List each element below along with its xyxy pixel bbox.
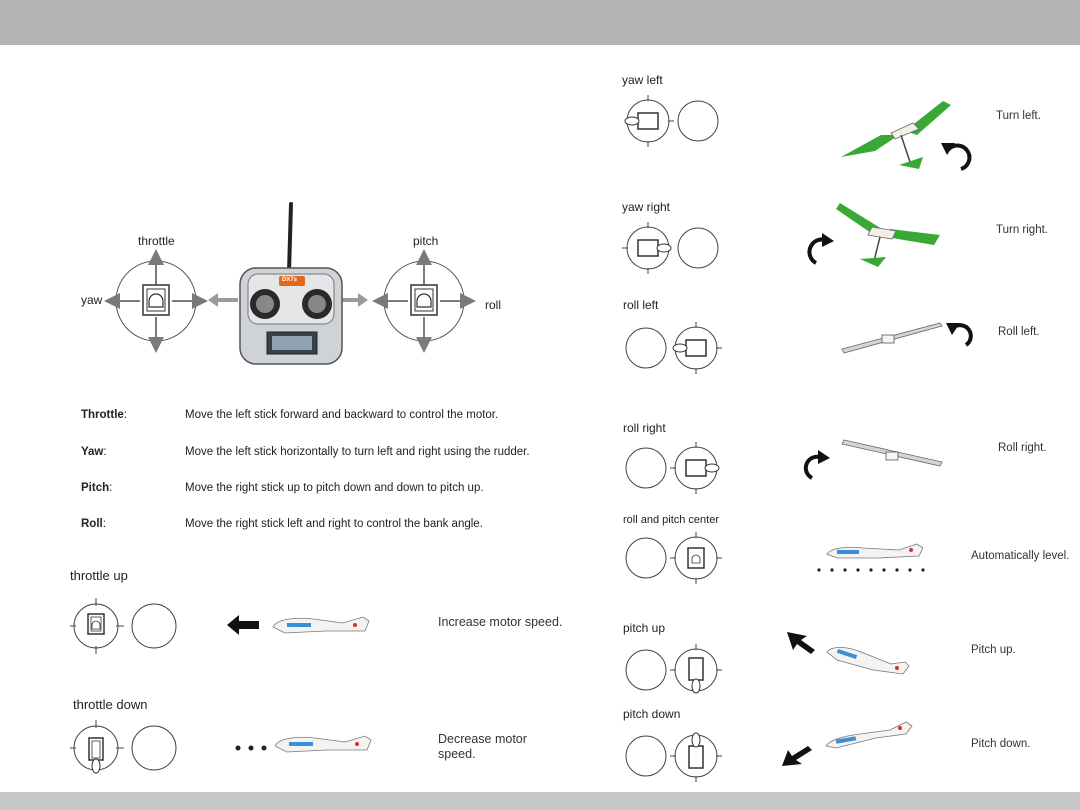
maneuver-result-throttle-down: Decrease motor speed. [438, 732, 527, 761]
maneuver-title-roll-right: roll right [623, 421, 666, 435]
footer-bar [0, 792, 1080, 810]
maneuver-title-yaw-right: yaw right [622, 200, 671, 214]
pitch-down-plane [782, 721, 913, 766]
throttle-up-sticks [70, 598, 177, 654]
control-desc-roll: Move the right stick left and right to c… [185, 518, 483, 530]
roll-pitch-center-sticks [625, 532, 722, 584]
maneuver-title-pitch-down: pitch down [623, 707, 681, 721]
control-term-pitch: Pitch: [81, 482, 113, 494]
maneuver-title-yaw-left: yaw left [622, 73, 663, 87]
roll-right-plane [803, 439, 943, 480]
control-desc-pitch: Move the right stick up to pitch down an… [185, 482, 484, 494]
maneuver-title-roll-pitch-center: roll and pitch center [623, 514, 719, 526]
maneuver-title-throttle-down: throttle down [73, 697, 148, 712]
control-desc-throttle: Move the left stick forward and backward… [185, 409, 499, 421]
maneuver-result-pitch-down: Pitch down. [971, 738, 1031, 750]
transmitter-image [208, 202, 368, 365]
yaw-right-plane [807, 203, 940, 267]
maneuver-result-roll-left: Roll left. [998, 326, 1040, 338]
label-yaw: yaw [81, 293, 103, 307]
label-throttle: throttle [138, 234, 175, 248]
header-bar [0, 0, 1080, 45]
roll-left-plane [841, 322, 973, 354]
pitch-up-plane [787, 632, 910, 675]
label-pitch: pitch [413, 234, 439, 248]
maneuver-result-throttle-up: Increase motor speed. [438, 615, 563, 629]
control-term-yaw: Yaw: [81, 446, 107, 458]
maneuver-result-yaw-right: Turn right. [996, 224, 1048, 236]
transmitter-brand: DX7s [282, 277, 298, 283]
throttle-down-plane [235, 735, 372, 753]
maneuver-result-roll-right: Roll right. [998, 442, 1047, 454]
yaw-right-sticks [622, 222, 719, 274]
yaw-left-plane [841, 101, 972, 171]
maneuver-title-roll-left: roll left [623, 298, 659, 312]
left-stick-gimbal [104, 249, 208, 353]
pitch-down-sticks [625, 732, 722, 782]
label-roll: roll [485, 298, 502, 312]
control-term-throttle: Throttle: [81, 409, 128, 421]
pitch-up-sticks [625, 644, 722, 694]
roll-left-sticks [625, 322, 722, 374]
maneuver-result-yaw-left: Turn left. [996, 110, 1041, 122]
roll-pitch-center-plane [817, 543, 925, 572]
right-stick-gimbal [372, 249, 476, 353]
maneuver-title-pitch-up: pitch up [623, 621, 666, 635]
roll-right-sticks [625, 442, 720, 494]
control-desc-yaw: Move the left stick horizontally to turn… [185, 446, 530, 458]
maneuver-title-throttle-up: throttle up [70, 568, 128, 583]
maneuver-result-pitch-up: Pitch up. [971, 644, 1016, 656]
maneuver-result-roll-pitch-center: Automatically level. [971, 550, 1070, 562]
control-term-roll: Roll: [81, 518, 106, 530]
yaw-left-sticks [624, 95, 719, 147]
throttle-down-sticks [70, 720, 177, 774]
throttle-up-plane [227, 615, 370, 635]
